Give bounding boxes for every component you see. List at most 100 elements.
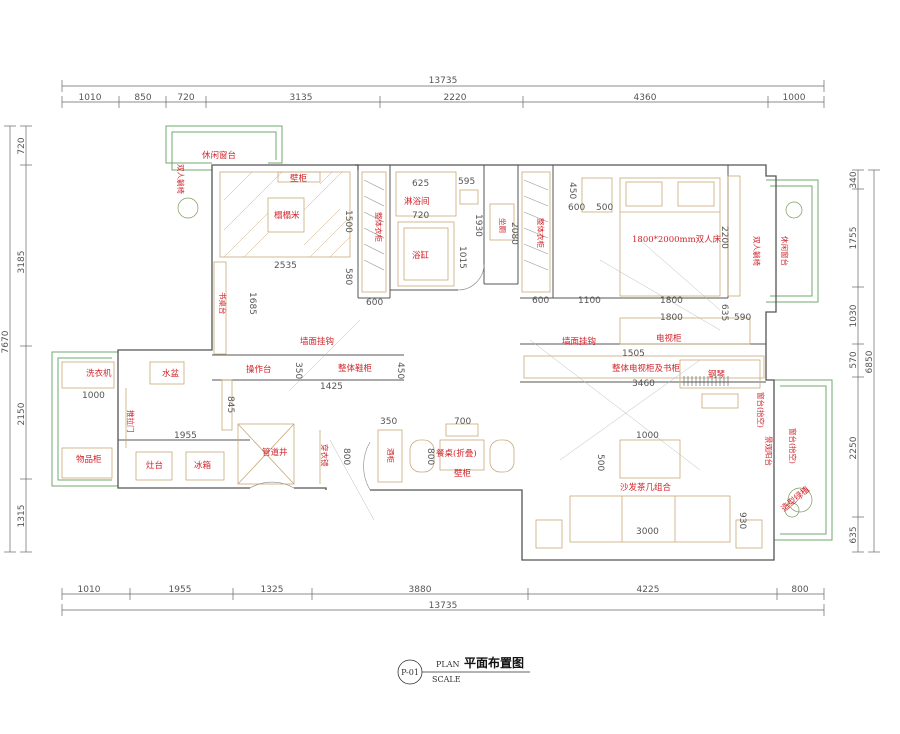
right-seg-1: 340 <box>849 171 859 188</box>
label-tv-bookcase: 整体电视柜及书柜 <box>612 363 681 374</box>
label-desk: 书桌台 <box>218 292 228 315</box>
bottom-seg-4: 3880 <box>409 585 432 595</box>
top-seg-6: 4360 <box>634 93 657 103</box>
left-seg-2: 3185 <box>17 251 27 274</box>
dim-450: 450 <box>567 182 577 199</box>
top-seg-3: 720 <box>177 93 194 103</box>
dim-720: 720 <box>412 211 429 221</box>
top-total-dim: 13735 <box>429 76 458 86</box>
bottom-dimension-chain <box>61 588 825 616</box>
dim-600b: 600 <box>568 203 585 213</box>
label-sofa-set: 沙发茶几组合 <box>620 482 672 493</box>
label-lounger-left: 双人躺椅 <box>176 164 186 194</box>
label-bay-right: 休闲窗台 <box>780 236 790 266</box>
dim-635: 635 <box>719 304 729 321</box>
bottom-total-dim: 13735 <box>429 601 458 611</box>
tatami-hatch <box>223 171 351 258</box>
wardrobe-hangers <box>363 179 549 271</box>
label-coat-mirror: 穿衣镜 <box>320 444 330 467</box>
exterior-walls <box>117 164 777 561</box>
bottom-seg-1: 1010 <box>78 585 101 595</box>
left-dimension-chain <box>4 125 32 553</box>
label-leisure-bay: 休闲窗台 <box>202 150 236 161</box>
label-shoe-cabinet: 整体鞋柜 <box>338 363 373 374</box>
sheet-number: P-01 <box>401 668 419 677</box>
balcony-outlines <box>51 125 833 541</box>
plant-icons <box>177 197 813 518</box>
label-sink: 水盆 <box>162 368 180 379</box>
title-block: P-01 PLAN SCALE 平面布置图 <box>397 655 530 685</box>
scale-label: SCALE <box>432 675 461 684</box>
dim-1685: 1685 <box>247 292 257 315</box>
label-pantry: 物品柜 <box>76 454 102 465</box>
plan-label: PLAN <box>436 660 459 669</box>
label-wardrobe-right: 整体衣柜 <box>536 218 546 248</box>
right-seg-2: 1755 <box>849 227 859 250</box>
label-shower: 淋浴间 <box>404 196 430 207</box>
dim-1930: 1930 <box>473 214 483 237</box>
dim-2200: 2200 <box>719 226 729 249</box>
dim-1800b: 1800 <box>660 313 683 323</box>
left-total-dim: 7670 <box>1 330 11 353</box>
top-seg-4: 3135 <box>290 93 313 103</box>
door-swings <box>249 263 485 491</box>
left-seg-1: 720 <box>17 137 27 154</box>
label-wall-hook-right: 墙面挂钩 <box>562 336 596 347</box>
dim-2080: 2080 <box>509 222 519 245</box>
left-seg-3: 2150 <box>17 402 27 425</box>
guide-lines <box>289 239 721 521</box>
top-seg-7: 1000 <box>783 93 806 103</box>
dim-1000b: 1000 <box>82 391 105 401</box>
bottom-seg-5: 4225 <box>637 585 660 595</box>
dim-595: 595 <box>458 177 475 187</box>
label-toilet: 坐厕 <box>498 218 507 233</box>
dim-350a: 350 <box>293 362 303 379</box>
top-seg-1: 1010 <box>79 93 102 103</box>
label-bed: 1800*2000mm双人床 <box>632 234 722 245</box>
left-seg-4: 1315 <box>17 505 27 528</box>
bottom-seg-6: 800 <box>791 585 808 595</box>
label-balcony: 景观阳台 <box>764 436 774 466</box>
right-seg-3: 1030 <box>849 304 859 327</box>
drawing-title: 平面布置图 <box>464 655 524 670</box>
top-seg-2: 850 <box>134 93 151 103</box>
dim-3000: 3000 <box>636 527 659 537</box>
label-washer: 洗衣机 <box>86 368 112 379</box>
dim-700: 700 <box>454 417 471 427</box>
dim-350b: 350 <box>380 417 397 427</box>
dim-500b: 500 <box>595 454 605 471</box>
dim-930: 930 <box>737 512 747 529</box>
label-planter-a: 窗台(抬空) <box>756 392 766 428</box>
label-piano: 钢琴 <box>708 369 726 380</box>
dim-590: 590 <box>734 313 751 323</box>
furniture-linework <box>61 171 765 549</box>
label-stove: 灶台 <box>146 460 163 471</box>
dim-450b: 450 <box>395 362 405 379</box>
top-dimension-chain <box>61 80 825 108</box>
label-dining-table: 餐桌(折叠) <box>436 448 477 459</box>
right-dimension-chain <box>852 169 880 553</box>
label-tatami: 榻榻米 <box>274 210 300 221</box>
bottom-seg-3: 1325 <box>261 585 284 595</box>
dim-600a: 600 <box>366 298 383 308</box>
label-wall-hook-left: 墙面挂钩 <box>300 336 334 347</box>
label-pipe-well: 管道井 <box>262 447 288 458</box>
label-lounger-right: 双人躺椅 <box>752 236 762 266</box>
right-seg-4: 570 <box>849 351 859 368</box>
label-planter-b: 窗台(抬空) <box>788 428 798 464</box>
label-wardrobe-left: 整体衣柜 <box>374 212 384 242</box>
bottom-seg-2: 1955 <box>169 585 192 595</box>
label-sliding-door: 推拉门 <box>126 410 136 433</box>
dim-500: 500 <box>596 203 613 213</box>
label-tv-cabinet: 电视柜 <box>656 333 682 344</box>
right-seg-6: 635 <box>849 526 859 543</box>
label-fridge: 冰箱 <box>194 460 212 471</box>
dim-1505: 1505 <box>622 349 645 359</box>
dim-1955: 1955 <box>174 431 197 441</box>
dim-1500: 1500 <box>343 210 353 233</box>
dim-625: 625 <box>412 179 429 189</box>
dim-1425: 1425 <box>320 382 343 392</box>
dim-1015: 1015 <box>457 246 467 269</box>
label-wine-cabinet: 酒柜 <box>386 448 396 463</box>
